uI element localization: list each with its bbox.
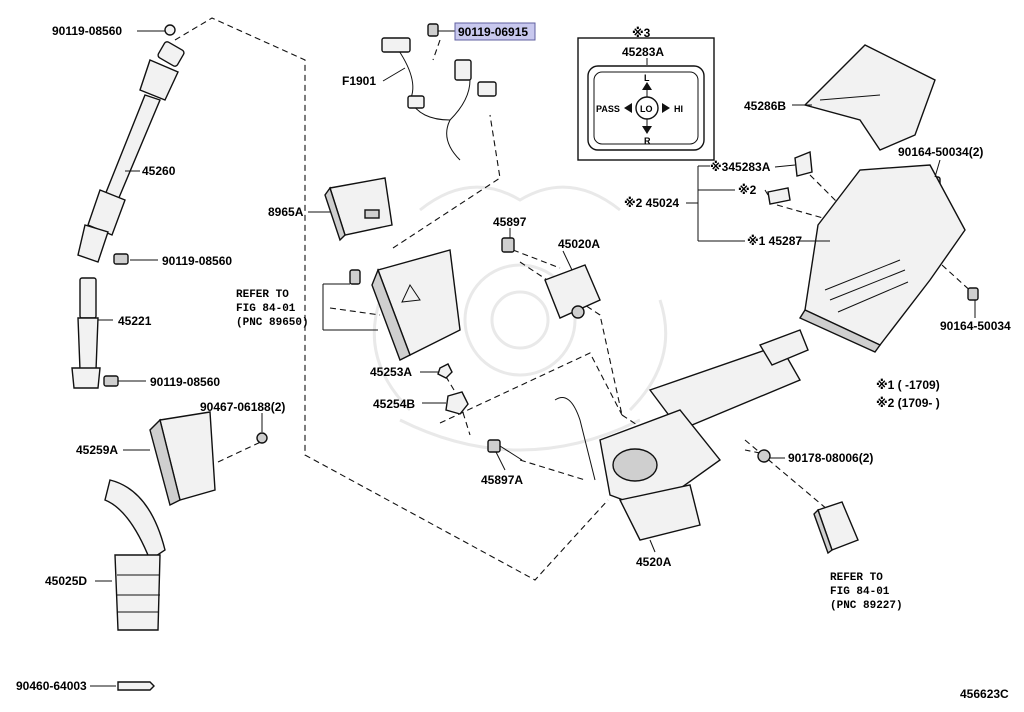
dashed-guides (174, 17, 976, 581)
label-stickers (767, 151, 813, 205)
refer-left-line3: (PNC 89650) (236, 317, 309, 329)
label-45024: ※2 45024 (624, 196, 679, 210)
column-cover-part (371, 249, 461, 361)
label-45025D: 45025D (45, 574, 87, 588)
refer-right-line2: FIG 84-01 (830, 586, 890, 598)
steering-column-4520A (554, 329, 809, 541)
legend-note2: ※2 (1709- ) (876, 396, 940, 410)
inset-mark: ※3 (632, 26, 651, 40)
label-45254B: 45254B (373, 397, 415, 411)
refer-left-line1: REFER TO (236, 289, 289, 301)
part-labels: 90119-08560 90119-06915 F1901 45260 8965… (16, 22, 1011, 701)
label-90164-50034: 90164-50034 (940, 319, 1011, 333)
inset-part-label: 45283A (622, 45, 664, 59)
legend-note1: ※1 ( -1709) (876, 378, 940, 392)
label-45260: 45260 (142, 164, 176, 178)
label-4520A: 4520A (636, 555, 672, 569)
inset-symbol-left: PASS (596, 104, 620, 114)
intermediate-shaft-45260 (77, 24, 185, 263)
inset-symbol-bottom: R (644, 136, 651, 146)
upper-cover-45286B (803, 44, 936, 151)
label-90178-08006: 90178-08006(2) (788, 451, 873, 465)
wire-harness-F1901 (381, 37, 497, 161)
lower-cover-45287 (798, 164, 966, 353)
module-8965A (324, 177, 393, 242)
pin-90460-64003 (117, 681, 155, 691)
label-45283A-ref: ※345283A (710, 160, 771, 174)
label-90467-06188: 90467-06188(2) (200, 400, 285, 414)
label-45897: 45897 (493, 215, 527, 229)
refer-left-line2: FIG 84-01 (236, 303, 296, 315)
label-90119-08560-low: 90119-08560 (150, 375, 220, 389)
watermark-emblem (372, 185, 668, 452)
inset-symbol-top: L (644, 73, 650, 83)
refer-right-line1: REFER TO (830, 572, 883, 584)
inset-symbol-center: LO (640, 104, 653, 114)
inset-switch-symbol (577, 37, 715, 161)
boot-45259A (149, 411, 216, 507)
figure-id: 456623C (960, 687, 1009, 701)
inset-symbol-right: HI (674, 104, 683, 114)
label-45020A: 45020A (558, 237, 600, 251)
highlight-box (454, 22, 536, 41)
label-45897A: 45897A (481, 473, 523, 487)
label-F1901: F1901 (342, 74, 376, 88)
label-90164-50034-2: 90164-50034(2) (898, 145, 983, 159)
label-45253A: 45253A (370, 365, 412, 379)
label-90460-64003: 90460-64003 (16, 679, 87, 693)
hole-cover-45025D (104, 479, 166, 631)
small-clips (437, 363, 469, 415)
label-90119-08560-top: 90119-08560 (52, 24, 122, 38)
label-8965A: 8965A (268, 205, 304, 219)
shaft-45221 (71, 277, 101, 389)
label-45287: ※1 45287 (747, 234, 802, 248)
leader-lines (90, 30, 976, 687)
label-45286B: 45286B (744, 99, 786, 113)
label-note2-mark: ※2 (738, 183, 757, 197)
refer-right-line3: (PNC 89227) (830, 600, 903, 612)
label-45259A: 45259A (76, 443, 118, 457)
label-90119-08560-mid: 90119-08560 (162, 254, 232, 268)
steering-lock-45020A (544, 264, 601, 319)
label-45221: 45221 (118, 314, 152, 328)
label-90119-06915[interactable]: 90119-06915 (458, 25, 528, 39)
connector-89227 (813, 501, 859, 555)
